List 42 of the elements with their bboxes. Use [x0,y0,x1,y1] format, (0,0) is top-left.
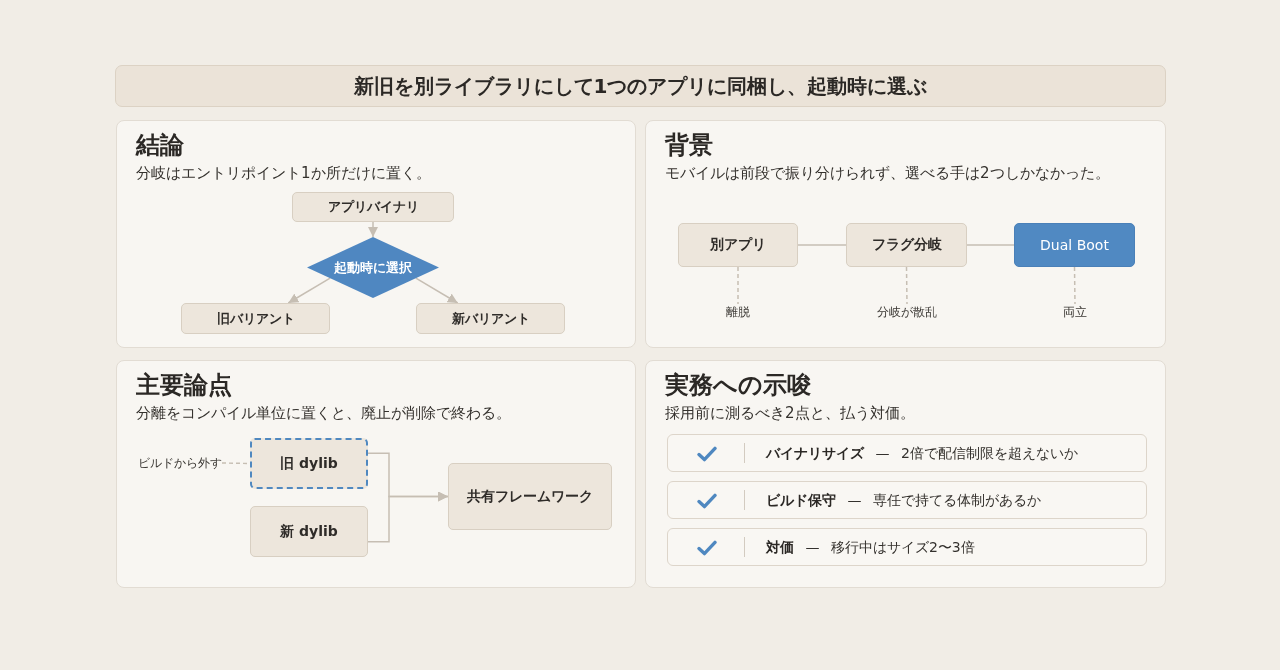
checklist-row [667,528,1147,566]
checklist-text: 対価 — 移行中はサイズ2〜3倍 [766,538,975,556]
connector-line [966,244,1015,246]
arrow [367,491,449,543]
arrow [415,277,459,304]
highlighted-box: Dual Boot [1014,223,1135,267]
decision-diamond: 起動時に選択 [307,237,439,298]
panel-subtitle: 分岐はエントリポイント1か所だけに置く。 [136,163,431,184]
checklist-row [667,481,1147,519]
process-box: フラグ分岐 [846,223,967,267]
checklist-text: ビルド保守 — 専任で持てる体制があるか [766,491,1041,509]
panel-subtitle: 分離をコンパイル単位に置くと、廃止が削除で終わる。 [136,403,511,424]
leader-line [737,266,739,305]
process-box: 別アプリ [678,223,798,267]
leader-line [1073,266,1076,305]
process-box: 新 dylib [250,506,368,557]
panel-subtitle: モバイルは前段で振り分けられず、選べる手は2つしかなかった。 [665,163,1110,184]
annotation-text: ビルドから外す [138,455,222,471]
checklist-text: バイナリサイズ — 2倍で配信制限を超えないか [766,444,1078,462]
panel-heading: 結論 [136,130,184,161]
panel-card [116,360,636,588]
arrow [287,277,331,304]
process-box: 共有フレームワーク [448,463,612,530]
panel-heading: 主要論点 [136,370,232,401]
process-box: アプリバイナリ [292,192,454,222]
process-box: 新バリアント [416,303,565,334]
panel-heading: 背景 [665,130,713,161]
arrow [368,221,378,238]
process-box: 旧バリアント [181,303,330,334]
title-banner: 新旧を別ライブラリにして1つのアプリに同梱し、起動時に選ぶ [115,65,1166,107]
panel-card [645,360,1166,588]
annotation-text: 離脱 [726,304,750,320]
connector-line [797,244,847,246]
panel-card [116,120,636,348]
checklist-row [667,434,1147,472]
panel-heading: 実務への示唆 [665,370,811,401]
panel-card [645,120,1166,348]
leader-line [905,266,908,305]
annotation-text: 分岐が散乱 [877,304,937,320]
annotation-text: 両立 [1063,304,1087,320]
dashed-box: 旧 dylib [250,438,368,489]
panel-subtitle: 採用前に測るべき2点と、払う対価。 [665,403,915,424]
